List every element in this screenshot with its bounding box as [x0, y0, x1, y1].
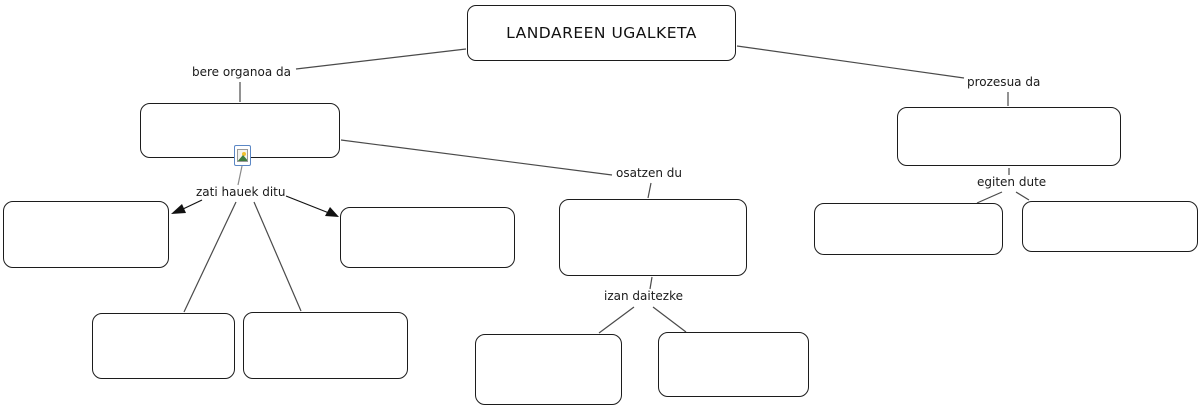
part-box-left[interactable] [3, 201, 169, 268]
connector-label-izan-daitezke: izan daitezke [604, 289, 684, 303]
structure-box[interactable] [559, 199, 747, 276]
agent-box-left[interactable] [814, 203, 1003, 255]
agent-box-right[interactable] [1022, 201, 1198, 252]
arrowhead-right [325, 207, 339, 217]
type-box-left[interactable] [475, 334, 622, 405]
type-box-right[interactable] [658, 332, 809, 397]
mountain-glyph [238, 155, 247, 161]
connector-label-bere-organoa-da: bere organoa da [192, 65, 291, 79]
connector-label-osatzen-du: osatzen du [616, 166, 682, 180]
arrowhead-left [171, 204, 186, 214]
part-box-bottom-left[interactable] [92, 313, 235, 379]
connector-label-zati-hauek-ditu: zati hauek ditu [196, 185, 286, 199]
process-box[interactable] [897, 107, 1121, 166]
image-resource-icon[interactable] [234, 145, 251, 166]
part-box-right[interactable] [340, 207, 515, 268]
connector-label-prozesua-da: prozesua da [967, 75, 1041, 89]
part-box-bottom-right[interactable] [243, 312, 408, 379]
sun-glyph [242, 152, 246, 156]
title-box[interactable]: LANDAREEN UGALKETA [467, 5, 736, 61]
connector-label-egiten-dute: egiten dute [977, 175, 1047, 189]
image-resource-icon-picture [237, 149, 248, 162]
